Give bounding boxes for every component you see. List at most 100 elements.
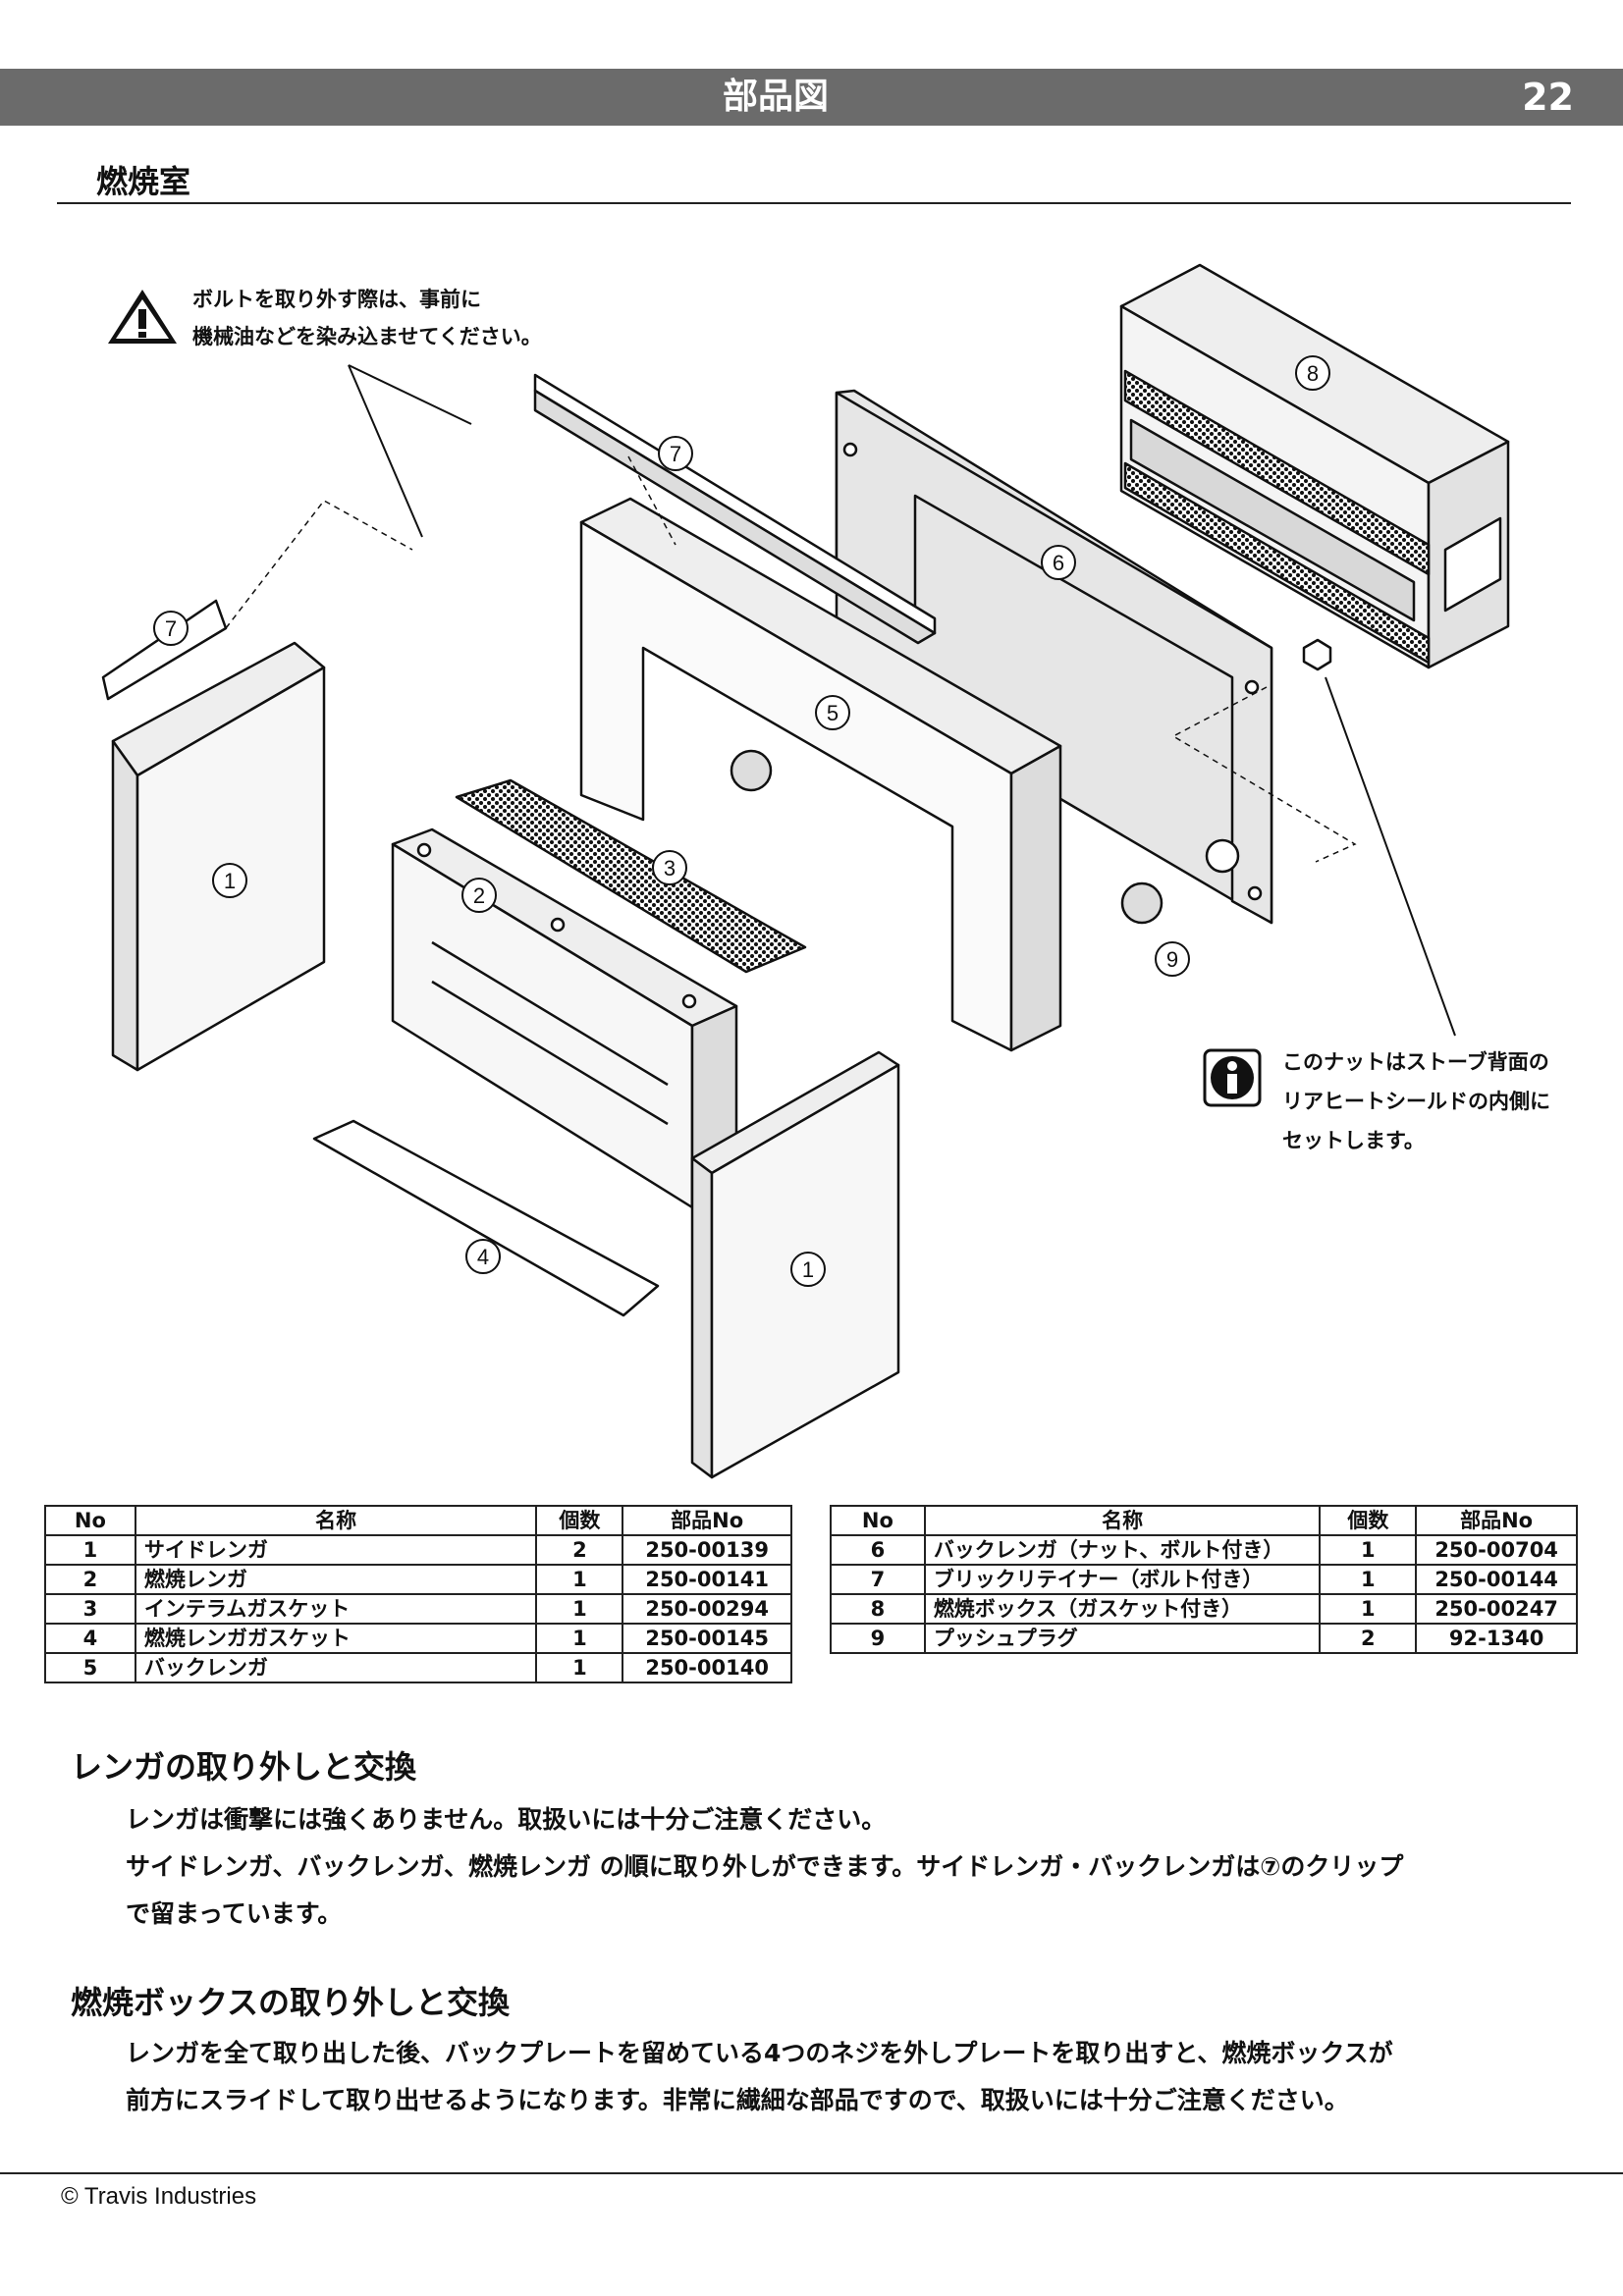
push-plug-part: [730, 749, 773, 792]
cell-part-no: 250-00139: [622, 1534, 792, 1566]
cell-qty: 1: [535, 1652, 624, 1683]
cell-no: 5: [44, 1652, 136, 1683]
cell-no: 9: [830, 1623, 926, 1654]
column-header: 部品No: [1415, 1505, 1578, 1536]
cell-no: 4: [44, 1623, 136, 1654]
combustion-box-part: [1119, 263, 1510, 669]
warning-note: ボルトを取り外す際は、事前に 機械油などを染み込ませてください。: [192, 281, 542, 355]
callout-label: 8: [1307, 361, 1319, 386]
cell-part-no: 250-00144: [1415, 1564, 1578, 1595]
cell-qty: 1: [1319, 1534, 1418, 1566]
cell-no: 2: [44, 1564, 136, 1595]
push-plug-part: [1120, 881, 1163, 925]
cell-no: 7: [830, 1564, 926, 1595]
table-row: 2 燃焼レンガ 1 250-00141: [44, 1564, 792, 1595]
cell-name: ブリックリテイナー（ボルト付き）: [923, 1564, 1322, 1595]
callout-label: 6: [1053, 551, 1064, 575]
cell-no: 3: [44, 1593, 136, 1625]
cell-no: 8: [830, 1593, 926, 1625]
callout-2: [461, 878, 497, 913]
cell-part-no: 250-00140: [622, 1652, 792, 1683]
column-header: 部品No: [622, 1505, 792, 1536]
brick-retainer-part: [533, 373, 937, 645]
info-line: このナットはストーブ背面の: [1282, 1050, 1549, 1074]
paragraph-line: レンガは衝撃には強くありません。取扱いには十分ご注意ください。: [126, 1805, 887, 1834]
footer-copyright: © Travis Industries: [61, 2183, 257, 2210]
cell-no: 6: [830, 1534, 926, 1566]
info-line: セットします。: [1282, 1129, 1425, 1152]
cell-name: バックレンガ（ナット、ボルト付き）: [923, 1534, 1322, 1566]
callout-7-left: [153, 611, 189, 646]
table-row: 8 燃焼ボックス（ガスケット付き） 1 250-00247: [830, 1593, 1578, 1625]
cell-name: インテラムガスケット: [134, 1593, 538, 1625]
cell-part-no: 92-1340: [1415, 1623, 1578, 1654]
cell-qty: 1: [1319, 1564, 1418, 1595]
box-removal-text: レンガを全て取り出した後、バックプレートを留めている4つのネジを外しプレートを取…: [126, 2030, 1559, 2124]
callout-5: [815, 695, 850, 730]
footer-divider: [0, 2172, 1623, 2174]
warning-line: ボルトを取り外す際は、事前に: [192, 288, 481, 311]
cell-name: 燃焼レンガガスケット: [134, 1623, 538, 1654]
paragraph-line: 前方にスライドして取り出せるようになります。非常に繊細な部品ですので、取扱いには…: [126, 2086, 1349, 2114]
back-brick-part: [579, 497, 1062, 1052]
section-title: 燃焼室: [96, 163, 191, 200]
callout-label: 1: [224, 869, 236, 893]
cell-qty: 1: [535, 1593, 624, 1625]
column-header: 個数: [535, 1505, 624, 1536]
cell-qty: 1: [1319, 1593, 1418, 1625]
brick-removal-text: レンガは衝撃には強くありません。取扱いには十分ご注意ください。 サイドレンガ、バ…: [126, 1796, 1559, 1938]
column-header: 個数: [1319, 1505, 1418, 1536]
cell-name: プッシュプラグ: [923, 1623, 1322, 1654]
side-brick-left-part: [101, 599, 326, 1072]
cell-part-no: 250-00141: [622, 1564, 792, 1595]
cell-part-no: 250-00704: [1415, 1534, 1578, 1566]
column-header: 名称: [923, 1505, 1322, 1536]
cell-qty: 2: [1319, 1623, 1418, 1654]
callout-label: 1: [802, 1257, 814, 1282]
info-note: このナットはストーブ背面の リアヒートシールドの内側に セットします。: [1282, 1042, 1550, 1160]
cell-part-no: 250-00145: [622, 1623, 792, 1654]
column-header: No: [44, 1505, 136, 1536]
nut-part: [1302, 638, 1332, 671]
cell-name: 燃焼ボックス（ガスケット付き）: [923, 1593, 1322, 1625]
table-row: 5 バックレンガ 1 250-00140: [44, 1652, 792, 1683]
table-row: 7 ブリックリテイナー（ボルト付き） 1 250-00144: [830, 1564, 1578, 1595]
paragraph-line: で留まっています。: [126, 1899, 343, 1928]
cell-qty: 1: [535, 1564, 624, 1595]
warning-line: 機械油などを染み込ませてください。: [192, 325, 542, 348]
callout-8: [1295, 355, 1330, 391]
column-header: No: [830, 1505, 926, 1536]
exploded-parts-diagram: 8 7 7 6 5 3 2 1 9 4 1: [101, 263, 1510, 1479]
callout-7-top: [658, 436, 693, 471]
callout-3: [652, 850, 687, 885]
callout-label: 4: [477, 1245, 489, 1269]
parts-table-right: No 名称 個数 部品No 6 バックレンガ（ナット、ボルト付き） 1 250-…: [830, 1505, 1578, 1654]
paragraph-line: サイドレンガ、バックレンガ、燃焼レンガ の順に取り外しができます。サイドレンガ・…: [126, 1852, 1404, 1881]
cell-qty: 1: [535, 1623, 624, 1654]
page-number: 22: [1522, 76, 1574, 119]
table-row: 1 サイドレンガ 2 250-00139: [44, 1534, 792, 1566]
cell-no: 1: [44, 1534, 136, 1566]
cell-name: バックレンガ: [134, 1652, 538, 1683]
callout-label: 9: [1166, 947, 1178, 972]
paragraph-line: レンガを全て取り出した後、バックプレートを留めている4つのネジを外しプレートを取…: [126, 2039, 1393, 2067]
cell-part-no: 250-00247: [1415, 1593, 1578, 1625]
burn-brick-gasket-part: [312, 1119, 660, 1317]
table-header-row: No 名称 個数 部品No: [44, 1505, 792, 1536]
header-bar: 部品図 22: [0, 69, 1623, 126]
page-title: 部品図: [722, 77, 829, 117]
callout-label: 3: [664, 856, 676, 881]
callout-9: [1155, 941, 1190, 977]
info-line: リアヒートシールドの内側に: [1282, 1090, 1550, 1113]
callout-label: 5: [827, 701, 839, 725]
table-row: 6 バックレンガ（ナット、ボルト付き） 1 250-00704: [830, 1534, 1578, 1566]
callout-1-left: [212, 863, 247, 898]
parts-table-left: No 名称 個数 部品No 1 サイドレンガ 2 250-00139 2 燃焼レ…: [44, 1505, 792, 1683]
gasket-part: [455, 778, 807, 974]
table-row: 3 インテラムガスケット 1 250-00294: [44, 1593, 792, 1625]
cell-qty: 2: [535, 1534, 624, 1566]
callout-label: 7: [165, 616, 177, 641]
callout-label: 7: [670, 442, 681, 466]
table-row: 4 燃焼レンガガスケット 1 250-00145: [44, 1623, 792, 1654]
callout-label: 2: [473, 883, 485, 908]
